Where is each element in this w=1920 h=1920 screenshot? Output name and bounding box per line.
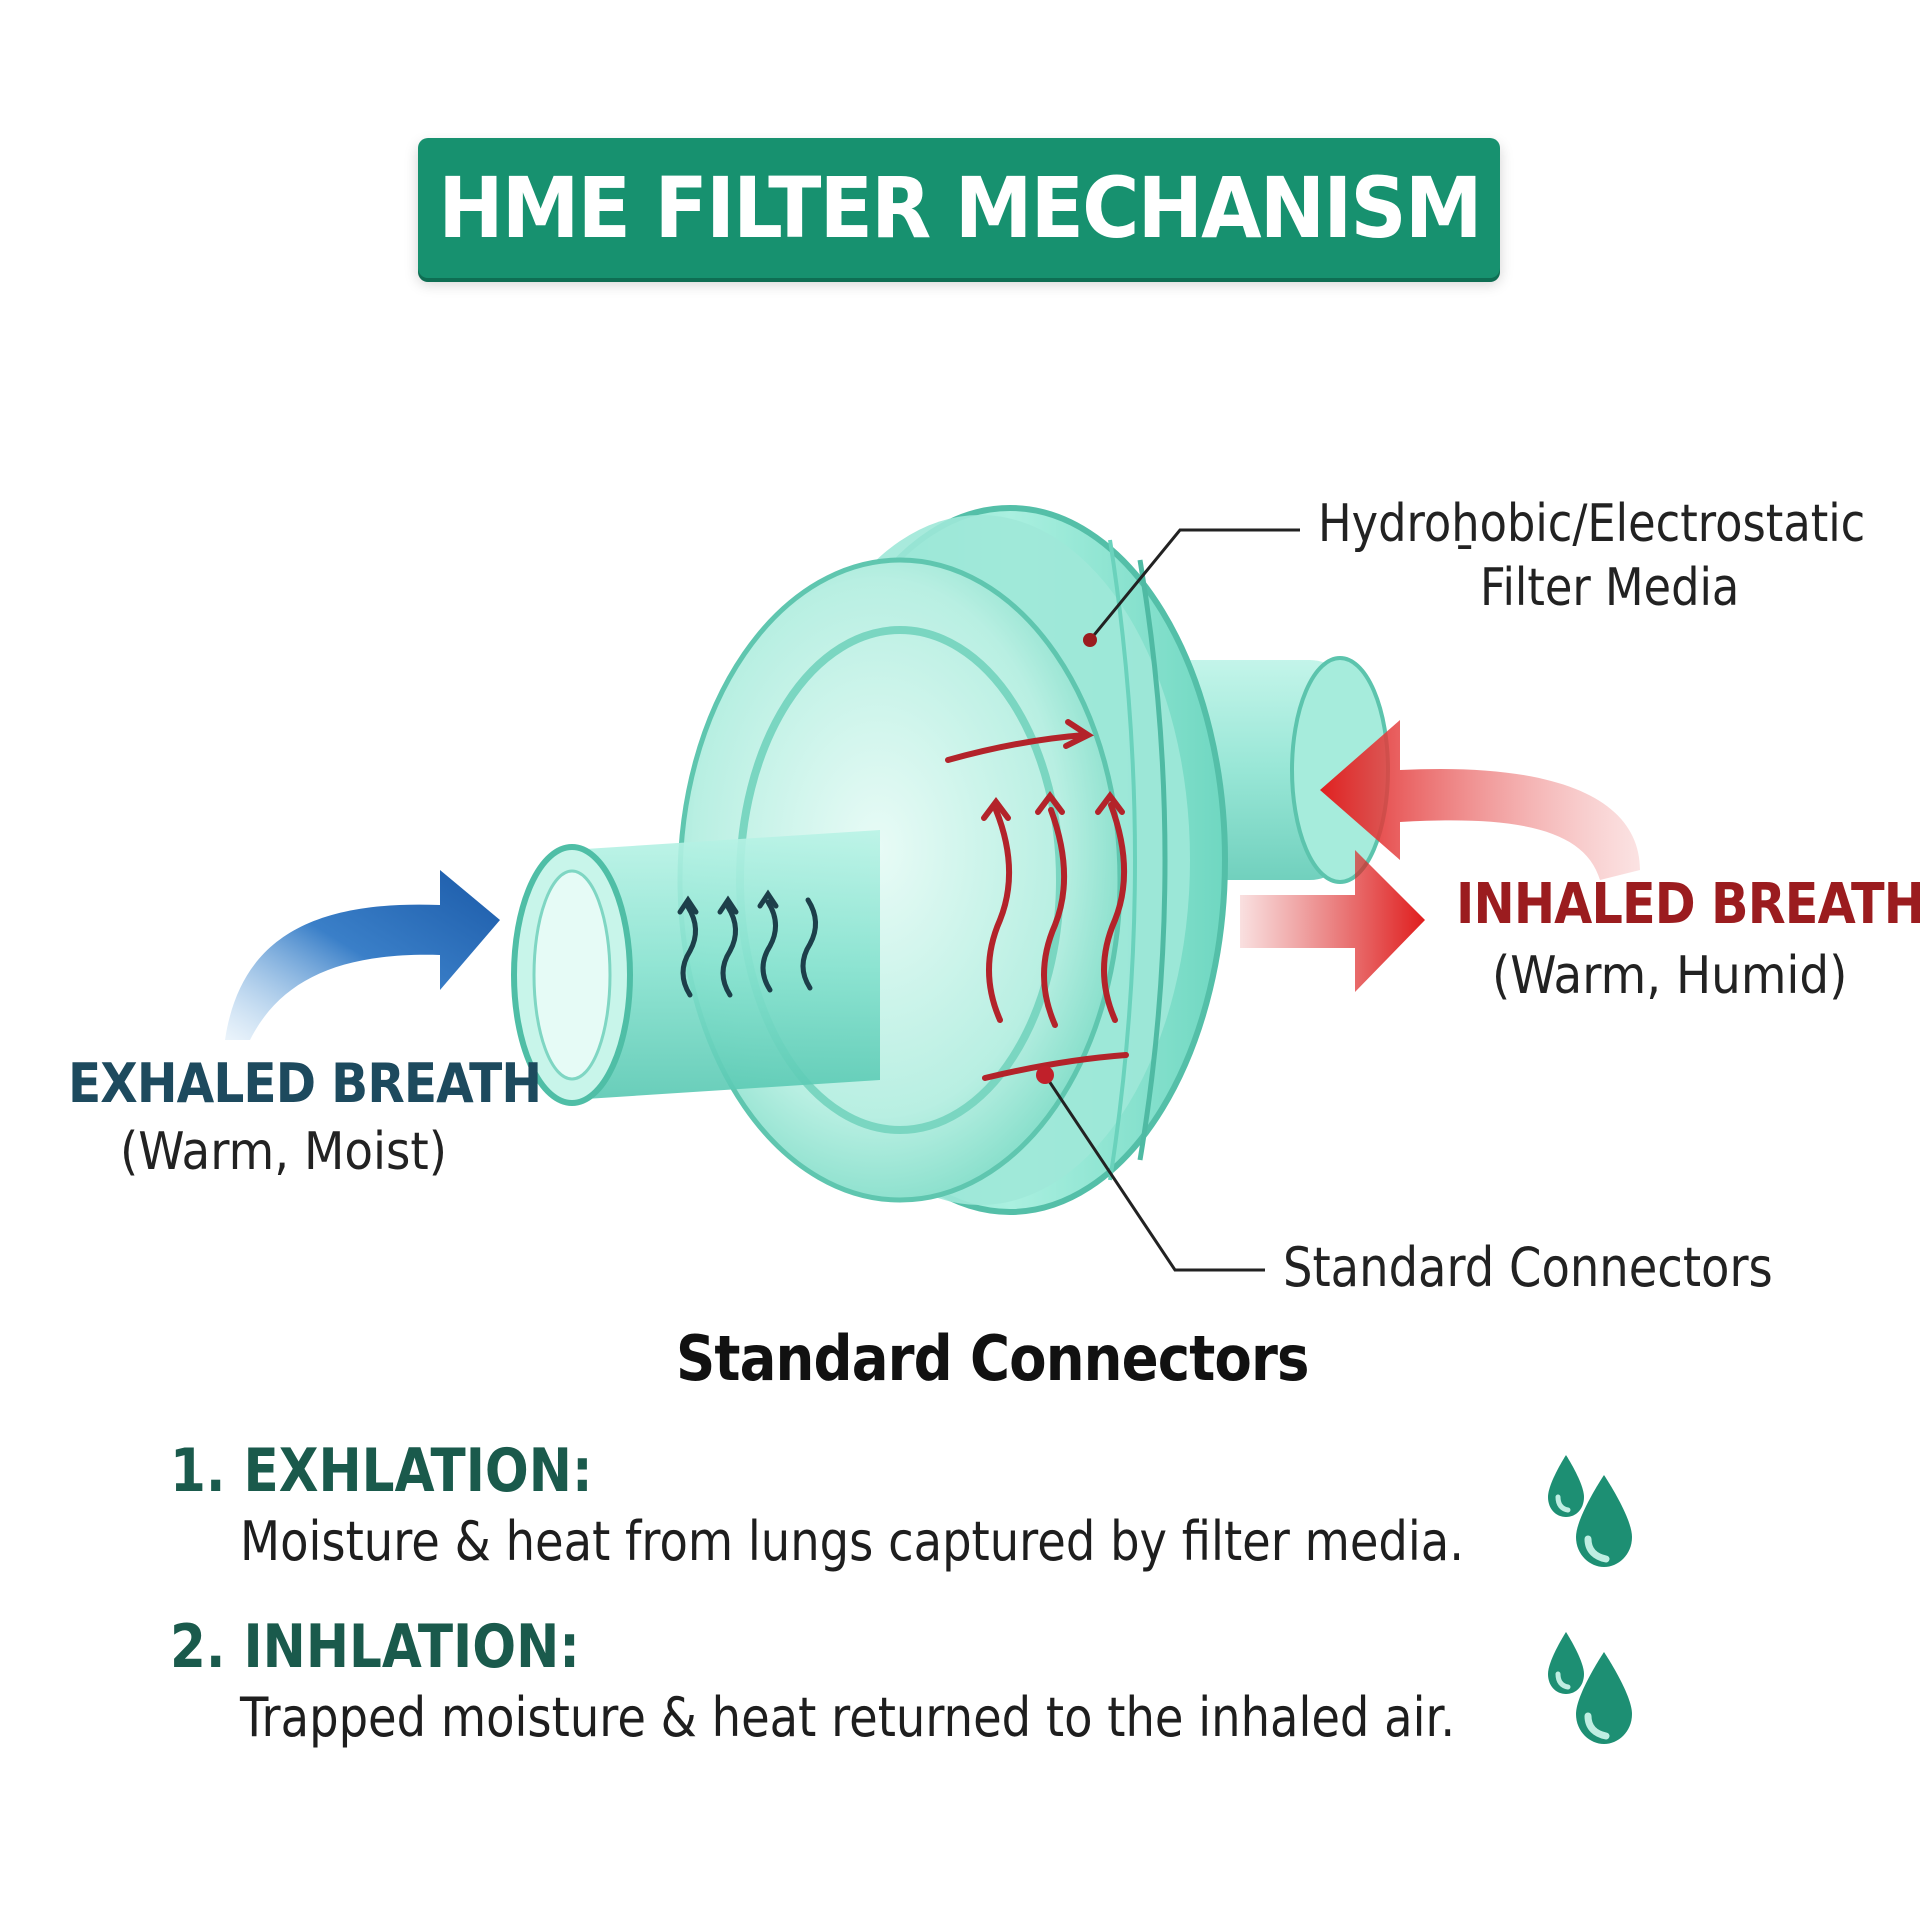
page-title: HME FILTER MECHANISM <box>437 159 1482 257</box>
step-heading-exhalation: 1. EXHLATION: <box>170 1436 593 1506</box>
filter-media-callout-dot <box>1083 633 1097 647</box>
heat-flow-squiggles <box>945 719 1129 1081</box>
connectors-callout-dot <box>1036 1066 1054 1084</box>
step-heading-inhalation: 2. INHLATION: <box>170 1612 580 1682</box>
inhaled-breath-label: INHALED BREATH <box>1456 872 1920 937</box>
step-text-exhalation: Moisture & heat from lungs captured by f… <box>240 1510 1464 1573</box>
connectors-callout-label: Standard Connectors <box>1283 1236 1773 1299</box>
connectors-heading: Standard Connectors <box>676 1322 1310 1395</box>
filter-media-label-line2: Filter Media <box>1480 558 1740 618</box>
exhaled-flow-squiggles <box>677 889 818 998</box>
water-drop-icon <box>1548 1632 1632 1744</box>
title-banner: HME FILTER MECHANISM <box>418 138 1500 278</box>
inhale-arrow-icon <box>1320 720 1640 880</box>
exhaled-breath-label: EXHALED BREATH <box>68 1052 542 1115</box>
inhaled-breath-sublabel: (Warm, Humid) <box>1492 946 1848 1006</box>
exhale-arrow-icon <box>225 870 500 1040</box>
water-drop-icon <box>1548 1455 1632 1567</box>
inhaled-output-arrow-icon <box>1240 850 1425 992</box>
filter-media-label-line1: Hydroẖobic/Electrostatic <box>1318 494 1866 554</box>
step-text-inhalation: Trapped moisture & heat returned to the … <box>240 1686 1456 1749</box>
callout-lines <box>1043 528 1300 1272</box>
exhaled-breath-sublabel: (Warm, Moist) <box>120 1122 447 1182</box>
inlet-tube <box>511 830 880 1106</box>
